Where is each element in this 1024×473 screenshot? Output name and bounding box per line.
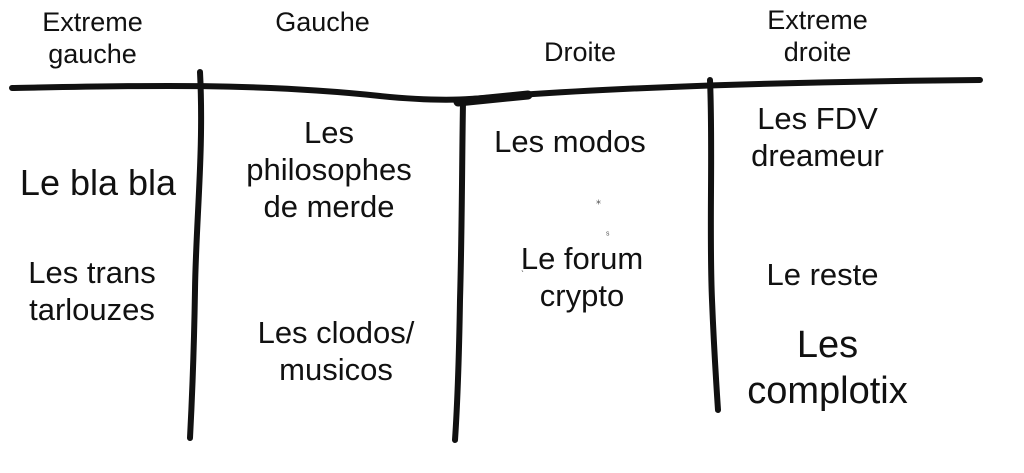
col2-item-les-philosophes: Les philosophes de merde — [246, 115, 412, 225]
col1-item-les-trans: Les trans tarlouzes — [28, 255, 156, 328]
divider-line-2 — [452, 99, 466, 443]
thick-axis-segment — [453, 90, 533, 107]
col4-item-le-reste: Le reste — [766, 257, 879, 292]
stray-mark: ⁎ — [596, 196, 601, 207]
col3-item-les-modos: Les modos — [494, 124, 646, 159]
stray-mark: ˢ — [606, 230, 610, 241]
header-gauche: Gauche — [275, 7, 370, 37]
stray-mark: ˎ — [521, 262, 525, 273]
col3-item-le-forum-crypto: Le forum crypto — [520, 241, 644, 314]
header-droite: Droite — [543, 37, 617, 67]
divider-line-1 — [187, 69, 205, 441]
header-extreme-droite: Extreme droite — [767, 5, 868, 68]
col4-item-les-complotix: Les complotix — [747, 324, 908, 412]
header-extreme-gauche: Extreme gauche — [42, 7, 143, 70]
divider-line-3 — [707, 77, 721, 413]
col4-item-les-fdv-dreameur: Les FDV dreameur — [751, 101, 884, 174]
col2-item-les-clodos: Les clodos/ musicos — [257, 315, 415, 388]
col1-item-le-bla-bla: Le bla bla — [19, 162, 177, 203]
